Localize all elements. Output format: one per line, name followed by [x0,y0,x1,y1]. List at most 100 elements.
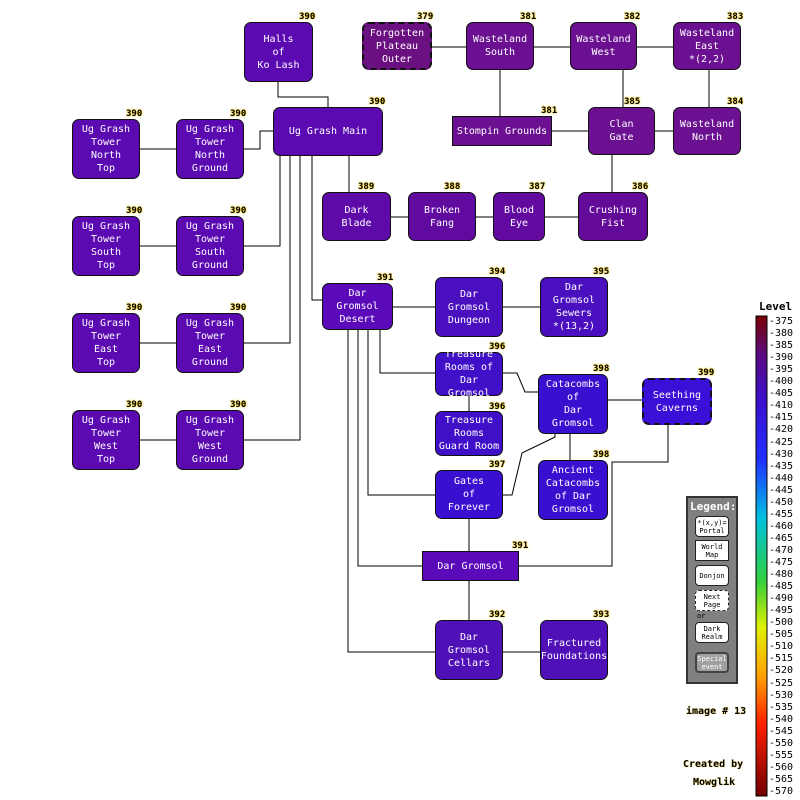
node-ug-grash-main[interactable]: Ug Grash Main [273,107,383,156]
node-fractured-foundations[interactable]: Fractured Foundations [540,620,608,680]
node-wasteland-south[interactable]: Wasteland South [466,22,534,70]
node-label: Gates of Forever [447,476,491,513]
level-label: 396 [489,342,506,352]
node-label: Fractured Foundations [540,638,608,662]
node-label: Ancient Catacombs of Dar Gromsol [545,465,601,515]
level-label: 379 [417,12,434,22]
scale-tick: -460 [769,520,794,532]
node-label: Ug Grash Main [288,126,368,137]
node-broken-fang[interactable]: Broken Fang [408,192,476,241]
node-label: Crushing Fist [588,204,638,229]
node-label: Ug Grash Tower West Top [81,415,131,465]
level-label: 390 [126,206,143,216]
node-ug-grash-tower-north-ground[interactable]: Ug Grash Tower North Ground [176,119,244,179]
node-ug-grash-tower-east-ground[interactable]: Ug Grash Tower East Ground [176,313,244,373]
level-label: 397 [489,460,506,470]
level-label: 398 [593,450,610,460]
scale-tick: -515 [769,653,794,665]
node-stompin-grounds[interactable]: Stompin Grounds [452,116,552,146]
scale-tick: -410 [769,400,794,412]
node-dar-gromsol-dungeon[interactable]: Dar Gromsol Dungeon [435,277,503,337]
level-label: 390 [230,109,247,119]
credit-author: Mowglik [693,777,736,788]
node-dar-gromsol-cellars[interactable]: Dar Gromsol Cellars [435,620,503,680]
node-label: Stompin Grounds [456,125,548,137]
scale-tick: -480 [769,569,794,581]
node-blood-eye[interactable]: Blood Eye [493,192,545,241]
image-number: image # 13 [686,706,747,717]
node-label: Treasure Rooms of Dar Gromsol [444,349,494,399]
scale-tick: -420 [769,424,794,436]
legend-next-page: Next Page [695,590,729,611]
node-label: Dar Gromsol [437,560,504,572]
level-label: 381 [541,106,558,116]
node-treasure-rooms-guard-room[interactable]: Treasure Rooms Guard Room [435,411,503,456]
node-treasure-rooms-of-dar-gromsol[interactable]: Treasure Rooms of Dar Gromsol [435,349,503,399]
node-label: Wasteland South [472,34,528,58]
node-label: Ug Grash Tower West Ground [185,415,235,465]
legend-donjon: Donjon [695,565,729,586]
scale-tick: -525 [769,677,794,689]
node-label: Seething Caverns [652,389,702,414]
node-gates-of-forever[interactable]: Gates of Forever [435,470,503,519]
node-crushing-fist[interactable]: Crushing Fist [578,192,648,241]
node-label: Wasteland North [679,119,735,143]
level-label: 394 [489,267,506,277]
level-label: 393 [593,610,610,620]
scale-title: Level [759,300,793,313]
node-dark-blade[interactable]: Dark Blade [322,192,391,241]
scale-tick: -500 [769,617,794,629]
node-label: Ug Grash Tower East Ground [185,318,235,368]
node-label: Ug Grash Tower South Top [81,221,131,271]
node-wasteland-east[interactable]: Wasteland East *(2,2) [673,22,741,70]
scale-tick: -405 [769,388,794,400]
node-label: Dar Gromsol Dungeon [447,288,491,326]
node-wasteland-west[interactable]: Wasteland West [570,22,637,70]
level-label: 391 [377,273,394,283]
scale-tick: -545 [769,725,794,737]
node-label: Treasure Rooms Guard Room [438,415,500,452]
node-dar-gromsol-desert[interactable]: Dar Gromsol Desert [322,283,393,330]
node-catacombs-of-dar-gromsol[interactable]: Catacombs of Dar Gromsol [538,374,608,434]
scale-tick: -510 [769,641,794,653]
node-ug-grash-tower-west-top[interactable]: Ug Grash Tower West Top [72,410,140,470]
scale-tick: -495 [769,605,794,617]
level-label: 383 [727,12,744,22]
credit-line: Created by [683,759,744,770]
node-label: Dar Gromsol Cellars [447,631,491,669]
node-halls-of-ko-lash[interactable]: Halls of Ko Lash [244,22,313,82]
level-label: 390 [230,400,247,410]
legend-world-map: World Map [695,540,729,561]
scale-tick: -560 [769,761,794,773]
node-ug-grash-tower-south-top[interactable]: Ug Grash Tower South Top [72,216,140,276]
node-label: Ug Grash Tower North Top [81,124,131,174]
node-ug-grash-tower-east-top[interactable]: Ug Grash Tower East Top [72,313,140,373]
scale-tick: -535 [769,701,794,713]
node-label: Wasteland East *(2,2) [679,27,735,65]
node-label: Clan Gate [609,119,634,143]
node-dar-gromsol-sewers[interactable]: Dar Gromsol Sewers *(13,2) [540,277,608,337]
scale-tick: -445 [769,484,794,496]
scale-tick: -400 [769,376,794,388]
node-dar-gromsol[interactable]: Dar Gromsol [422,551,519,581]
node-seething-caverns[interactable]: Seething Caverns [642,378,712,425]
node-ug-grash-tower-south-ground[interactable]: Ug Grash Tower South Ground [176,216,244,276]
node-forgotten-plateau-outer[interactable]: Forgotten Plateau Outer [362,22,432,70]
node-ancient-catacombs-of-dar-gromsol[interactable]: Ancient Catacombs of Dar Gromsol [538,460,608,520]
node-label: Broken Fang [423,204,461,229]
scale-tick: -455 [769,508,794,520]
node-clan-gate[interactable]: Clan Gate [588,107,655,155]
level-label: 390 [126,303,143,313]
node-ug-grash-tower-north-top[interactable]: Ug Grash Tower North Top [72,119,140,179]
level-label: 390 [230,303,247,313]
node-wasteland-north[interactable]: Wasteland North [673,107,741,155]
node-label: Blood Eye [503,204,535,229]
scale-tick: -570 [769,785,794,797]
level-label: 381 [520,12,537,22]
level-label: 382 [624,12,641,22]
scale-tick: -385 [769,340,794,352]
scale-tick: -380 [769,328,794,340]
node-ug-grash-tower-west-ground[interactable]: Ug Grash Tower West Ground [176,410,244,470]
